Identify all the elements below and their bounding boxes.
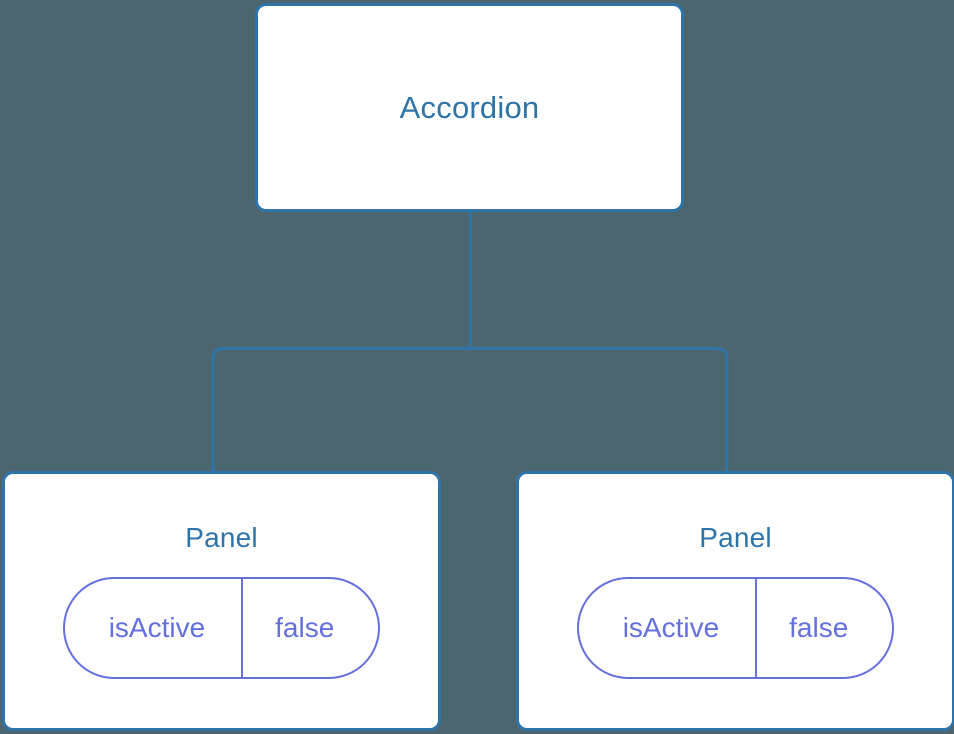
- connector-right-branch: [470, 347, 729, 472]
- prop-key-isactive-1: isActive: [108, 612, 206, 643]
- prop-pill-1[interactable]: isActive false: [62, 577, 381, 679]
- prop-key-isactive-2: isActive: [622, 612, 720, 643]
- node-panel-2[interactable]: Panel isActive false: [516, 471, 954, 731]
- prop-value-isactive-1: false: [241, 579, 378, 677]
- prop-pill-2[interactable]: isActive false: [576, 577, 895, 679]
- node-title-panel-2: Panel: [699, 522, 772, 553]
- node-accordion[interactable]: Accordion: [255, 3, 684, 212]
- node-title-accordion: Accordion: [399, 90, 540, 125]
- node-title-panel-1: Panel: [185, 522, 258, 553]
- node-panel-1[interactable]: Panel isActive false: [2, 471, 441, 731]
- connector-left-branch: [211, 347, 471, 472]
- prop-value-isactive-2: false: [755, 579, 892, 677]
